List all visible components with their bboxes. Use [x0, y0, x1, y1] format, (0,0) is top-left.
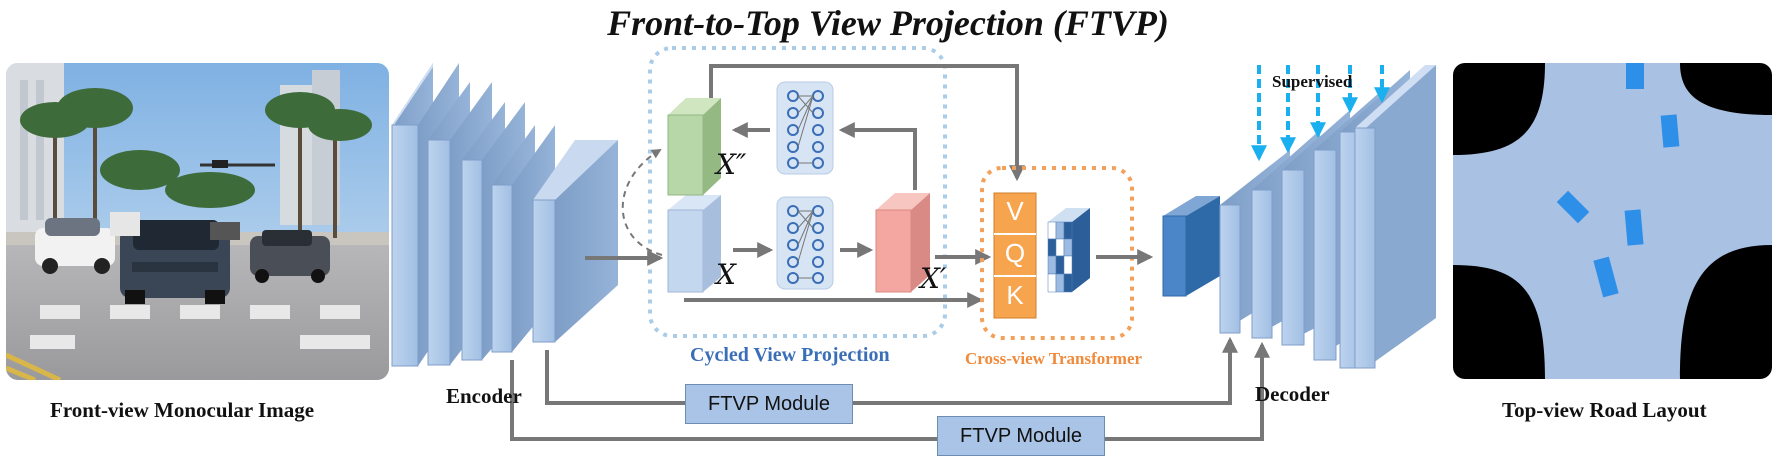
encoder-block	[391, 63, 618, 367]
supervision-arrows	[1251, 65, 1390, 162]
output-caption: Top-view Road Layout	[1502, 398, 1707, 422]
car-dark-suv	[120, 220, 230, 304]
feature-x-cube	[667, 195, 721, 293]
ftvp-module-lower: FTVP Module	[937, 416, 1105, 456]
mlp-block-lower	[776, 196, 834, 290]
front-view-image	[6, 63, 389, 380]
query-label: Q	[1004, 238, 1026, 268]
value-label: V	[1006, 196, 1024, 226]
decoder-block	[1219, 65, 1436, 369]
supervised-label: Supervised	[1272, 72, 1353, 91]
x-label: X	[716, 258, 736, 291]
feature-x-double-prime-cube	[667, 98, 721, 196]
vqk-stack	[993, 192, 1037, 319]
ftvp-module-upper: FTVP Module	[685, 384, 853, 424]
attention-map-cube	[1047, 208, 1090, 293]
car-white	[35, 218, 115, 274]
cross-view-transformer-label: Cross-view Transformer	[965, 349, 1143, 368]
feature-x-prime-cube	[875, 193, 930, 293]
x-double-prime-label: X″	[716, 148, 747, 181]
x-prime-label: X′	[920, 262, 947, 295]
decoder-label: Decoder	[1255, 382, 1330, 406]
input-image-caption: Front-view Monocular Image	[50, 398, 315, 422]
mlp-block-upper	[776, 81, 834, 175]
cycled-view-projection-label: Cycled View Projection	[690, 344, 890, 366]
top-view-road-layout	[1453, 63, 1772, 379]
encoder-label: Encoder	[446, 384, 522, 408]
transformed-feature-cube	[1162, 196, 1220, 297]
key-label: K	[1006, 280, 1024, 310]
cycled-view-projection-box	[648, 46, 947, 338]
car-dark-right	[250, 230, 330, 283]
diagram-title: Front-to-Top View Projection (FTVP)	[607, 3, 1169, 43]
